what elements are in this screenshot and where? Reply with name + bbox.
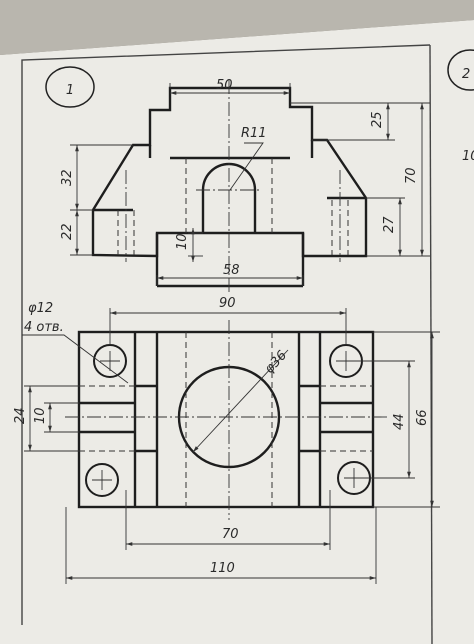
- plan-outline: [77, 330, 375, 509]
- dim-left-upper: 32: [60, 169, 75, 186]
- plan-dimension-lines: [22, 308, 440, 584]
- plan-hidden-lines: [79, 332, 373, 507]
- next-view-number: 2: [462, 67, 470, 82]
- dim-right-outer: 66: [415, 409, 430, 426]
- dim-radius: R11: [241, 126, 267, 141]
- plan-view: [77, 330, 375, 509]
- dim-right-inner: 44: [392, 413, 407, 430]
- dim-right-upper: 25: [370, 111, 385, 128]
- edge-fragment: 10: [462, 149, 474, 164]
- dim-slot-base: 10: [175, 233, 190, 250]
- dim-top-width: 50: [216, 78, 233, 93]
- paper-top-edge: [0, 0, 474, 55]
- dim-right-total: 70: [404, 167, 419, 184]
- view-number: 1: [66, 83, 74, 98]
- dim-base-width: 58: [223, 263, 240, 278]
- hole-bottom-left: [85, 463, 119, 497]
- front-center-lines: [125, 80, 341, 295]
- dim-right-lower: 27: [382, 216, 397, 233]
- front-hidden-lines: [117, 158, 349, 255]
- dim-hole-diameter: φ12: [28, 301, 53, 316]
- dim-left-inner: 10: [33, 407, 48, 424]
- front-view: [91, 86, 368, 288]
- plan-center-lines: [65, 320, 390, 520]
- dim-left-outer: 24: [13, 407, 28, 424]
- next-view-circle: [447, 49, 474, 91]
- dim-left-lower: 22: [60, 223, 75, 240]
- dim-hole-count: 4 отв.: [24, 320, 64, 335]
- dim-total-width: 110: [210, 561, 235, 576]
- front-dimension-lines: [70, 83, 430, 286]
- view-number-circle: [45, 66, 95, 108]
- dim-hole-span: 70: [222, 527, 239, 542]
- dim-hole-spacing: 90: [219, 296, 236, 311]
- frame-border: [21, 44, 431, 625]
